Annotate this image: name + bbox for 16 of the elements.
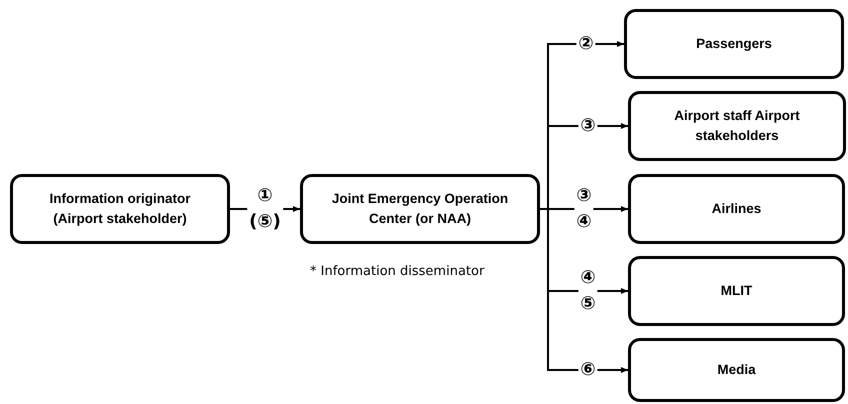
box-label: Information originator (Airport stakeholder) bbox=[48, 190, 192, 228]
box-label: Joint Emergency Operation Center (or NAA) bbox=[330, 190, 510, 228]
box-label: Passengers bbox=[696, 35, 772, 53]
process-box bbox=[624, 9, 844, 79]
note-text: * Information disseminator bbox=[310, 263, 484, 281]
box-label: Airport staff Airport stakeholders bbox=[673, 107, 801, 145]
box-label: Media bbox=[717, 361, 756, 379]
box-label: MLIT bbox=[720, 282, 752, 300]
process-box bbox=[628, 338, 845, 402]
process-box bbox=[628, 256, 845, 326]
process-box bbox=[628, 174, 845, 244]
arrow bbox=[540, 208, 628, 373]
process-box bbox=[628, 91, 846, 161]
process-box bbox=[10, 174, 230, 244]
process-box bbox=[300, 174, 540, 244]
box-label: Airlines bbox=[712, 200, 762, 218]
